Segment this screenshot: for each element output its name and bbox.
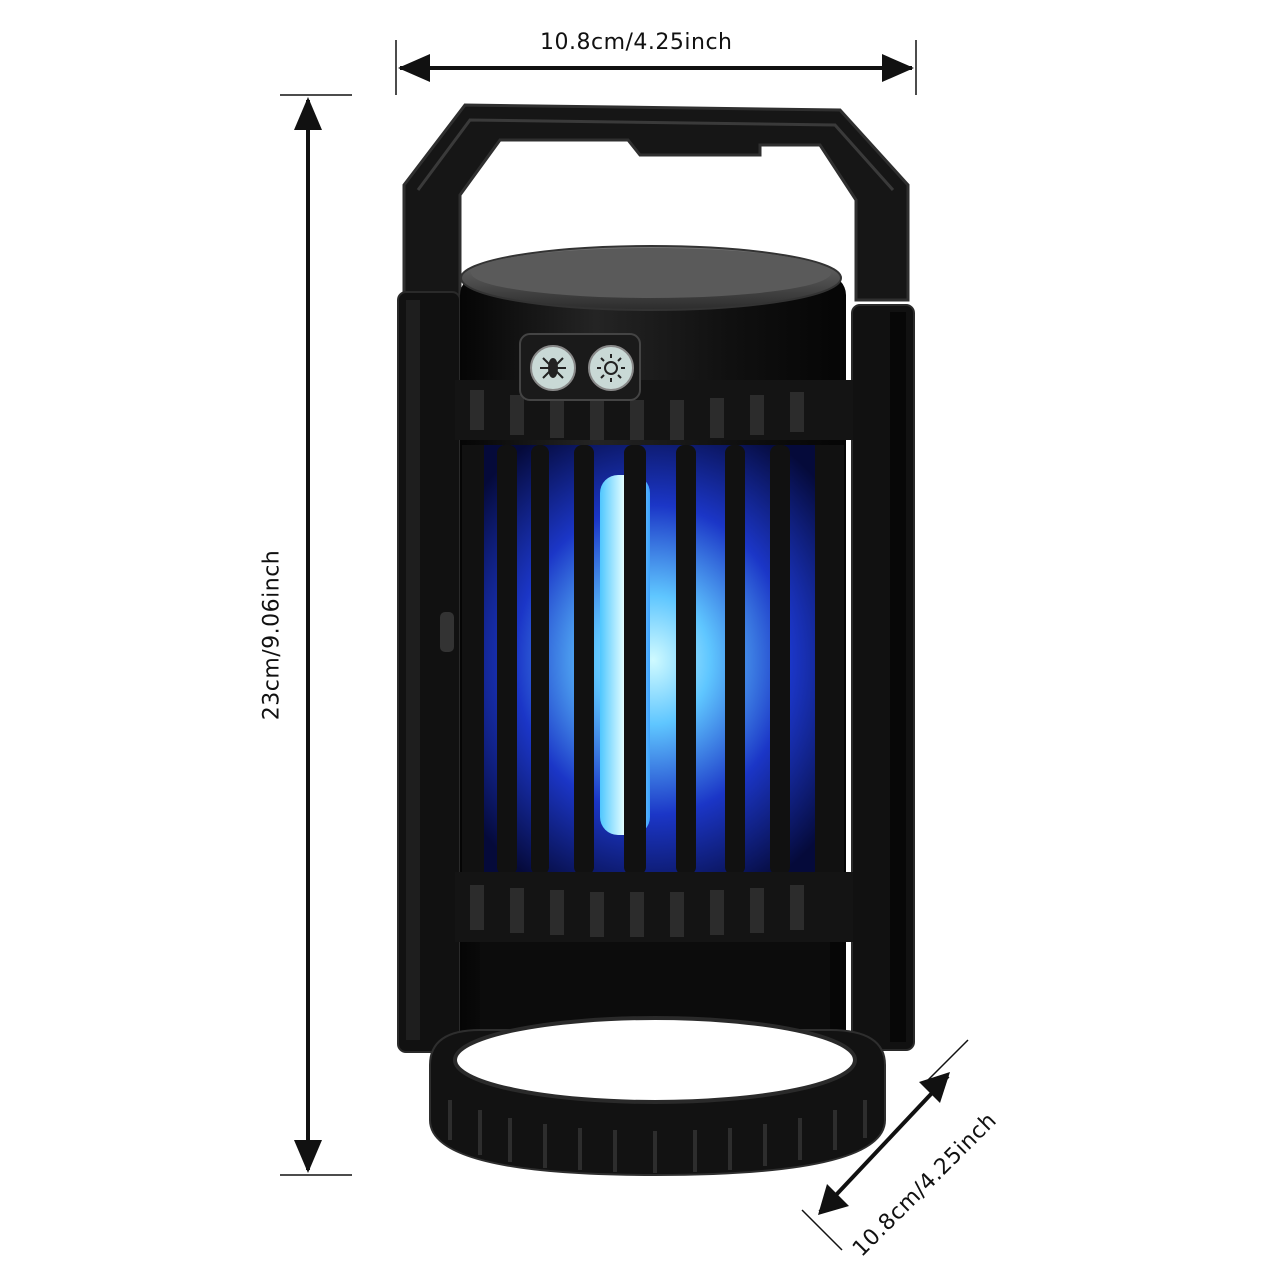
light-button[interactable] [588,345,634,391]
lantern-handle [402,103,910,302]
width-dimension-label: 10.8cm/4.25inch [540,30,733,55]
height-dimension-label: 23cm/9.06inch [259,549,285,721]
depth-dimension-arrow [801,1039,969,1251]
lantern-base [429,872,886,1177]
height-dimension-arrow [280,94,352,1176]
mosquito-icon [540,357,566,379]
mosquito-button[interactable] [530,345,576,391]
control-panel [519,333,641,401]
width-dimension-arrow [395,40,917,95]
side-frame [397,291,915,1053]
uv-cage [462,445,844,875]
light-sun-icon [597,354,625,382]
